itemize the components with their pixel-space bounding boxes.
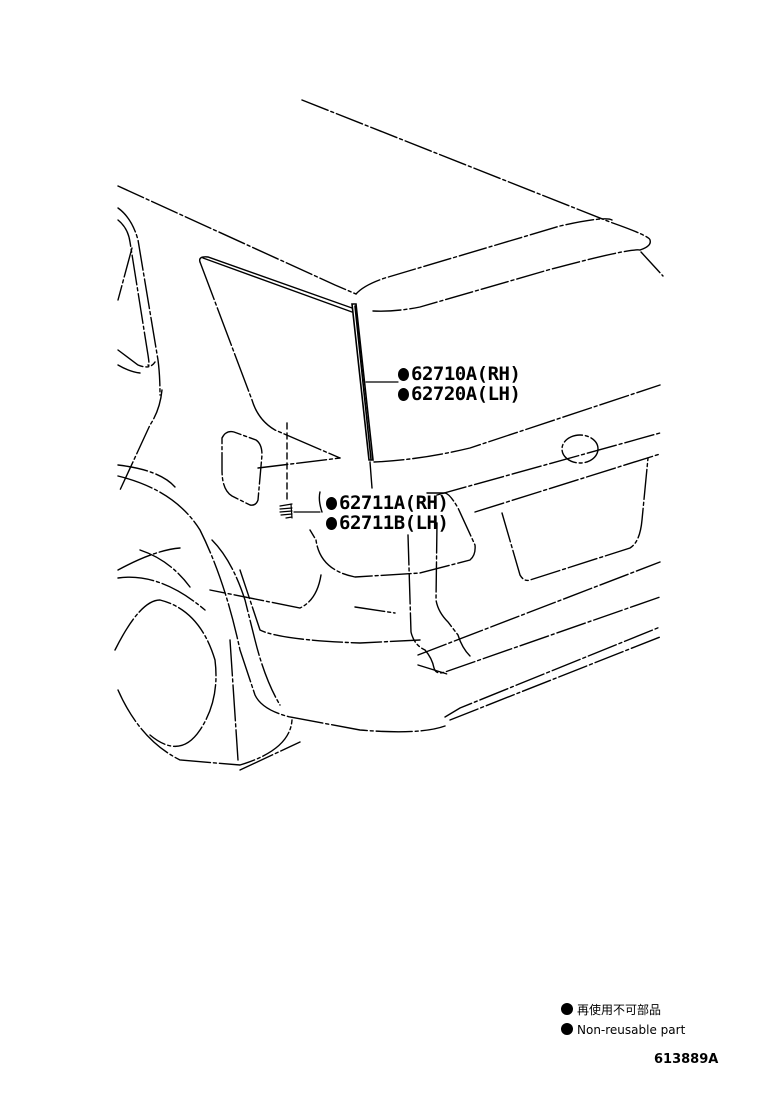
part-number-row: 62720A(LH): [398, 383, 521, 405]
non-reusable-marker-icon: [398, 368, 409, 381]
part-number: 62711A: [339, 492, 405, 514]
legend-text-japanese: 再使用不可部品: [577, 1003, 662, 1017]
fuel-lid-outline: [221, 430, 263, 506]
legend-text-english: Non-reusable part: [577, 1023, 686, 1037]
non-reusable-marker-icon: [326, 497, 337, 510]
callout-quarter-window-moulding: 62710A(RH) 62720A(LH): [398, 363, 521, 405]
part-number: 62711B: [339, 512, 405, 534]
part-side: (LH): [404, 512, 449, 534]
emblem-outline: [561, 434, 599, 464]
legend-item: Non-reusable part: [561, 1020, 685, 1040]
leader-lines: [293, 381, 399, 513]
filled-circle-icon: [561, 1003, 573, 1015]
callout-moulding-clip: 62711A(RH) 62711B(LH): [326, 492, 449, 534]
legend: 再使用不可部品 Non-reusable part: [561, 1000, 685, 1040]
quarter-window-moulding: [351, 303, 374, 461]
back-door-outline: [257, 384, 661, 489]
part-number: 62710A: [411, 363, 477, 385]
part-side: (RH): [404, 492, 449, 514]
clip-part-icon: [279, 503, 293, 519]
quarter-window-outline: [198, 256, 353, 459]
non-reusable-marker-icon: [326, 517, 337, 530]
figure-id: 613889A: [654, 1052, 719, 1067]
rear-lamp-bumper-outline: [209, 432, 661, 721]
part-number-row: 62711A(RH): [326, 492, 449, 514]
non-reusable-marker-icon: [398, 388, 409, 401]
part-number: 62720A: [411, 383, 477, 405]
legend-item: 再使用不可部品: [561, 1000, 685, 1020]
part-side: (LH): [476, 383, 521, 405]
part-side: (RH): [476, 363, 521, 385]
part-number-row: 62710A(RH): [398, 363, 521, 385]
body-side-lines: [117, 207, 176, 491]
wheel-arch-outline: [114, 475, 446, 771]
filled-circle-icon: [561, 1023, 573, 1035]
roof-outline: [117, 99, 664, 312]
part-number-row: 62711B(LH): [326, 512, 449, 534]
